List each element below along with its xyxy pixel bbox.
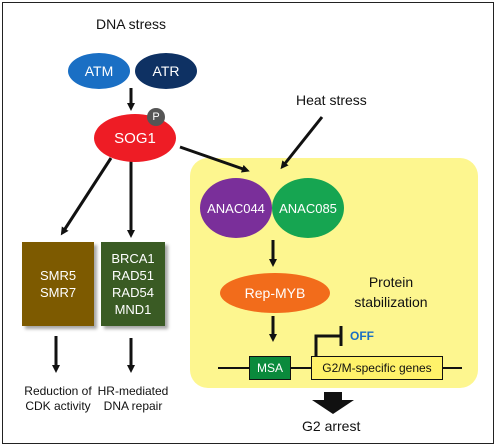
off-label: OFF	[350, 329, 374, 343]
mnd1-label: MND1	[114, 302, 152, 317]
transcription-off-symbol	[314, 334, 340, 358]
g2-arrest-arrow	[312, 392, 354, 414]
arrow-heat-to-anac	[280, 116, 324, 170]
smr7-label: SMR7	[39, 285, 77, 300]
arrow-sog1-to-anac	[179, 145, 250, 173]
phosphate-badge: P	[147, 108, 165, 126]
protein-stabilization-line2: stabilization	[354, 294, 428, 310]
msa-label: MSA	[256, 361, 283, 375]
g2m-genes-box: G2/M-specific genes	[311, 356, 443, 380]
anac085-node: ANAC085	[272, 178, 344, 238]
msa-box: MSA	[249, 356, 291, 380]
heat-stress-label: Heat stress	[296, 92, 367, 108]
brca1-label: BRCA1	[111, 251, 155, 266]
smr5-label: SMR5	[39, 268, 77, 283]
atr-node: ATR	[135, 53, 197, 89]
cdk-outcome-label: Reduction of CDK activity	[14, 384, 102, 414]
hr-outcome-label: HR-mediated DNA repair	[93, 384, 173, 414]
dna-stress-label: DNA stress	[96, 16, 167, 32]
cdk-outcome-line2: CDK activity	[25, 399, 91, 413]
atm-node: ATM	[68, 53, 130, 89]
hr-outcome-line1: HR-mediated	[97, 384, 169, 398]
diagram-frame	[2, 2, 494, 444]
protein-stabilization-label: Protein stabilization	[346, 272, 436, 312]
anac044-node: ANAC044	[200, 178, 272, 238]
protein-stabilization-line1: Protein	[368, 274, 414, 290]
g2m-genes-label: G2/M-specific genes	[322, 361, 432, 375]
rad54-label: RAD54	[112, 285, 154, 300]
rad51-label: RAD51	[112, 268, 154, 283]
g2-arrest-label: G2 arrest	[302, 418, 361, 434]
hr-genes-box: BRCA1 RAD51 RAD54 MND1	[101, 242, 165, 326]
cdk-outcome-line1: Reduction of	[24, 384, 92, 398]
smr-box: SMR5 SMR7	[22, 242, 94, 326]
rep-myb-node: Rep-MYB	[220, 273, 330, 313]
hr-outcome-line2: DNA repair	[103, 399, 163, 413]
arrow-sog1-to-smr	[60, 157, 113, 236]
